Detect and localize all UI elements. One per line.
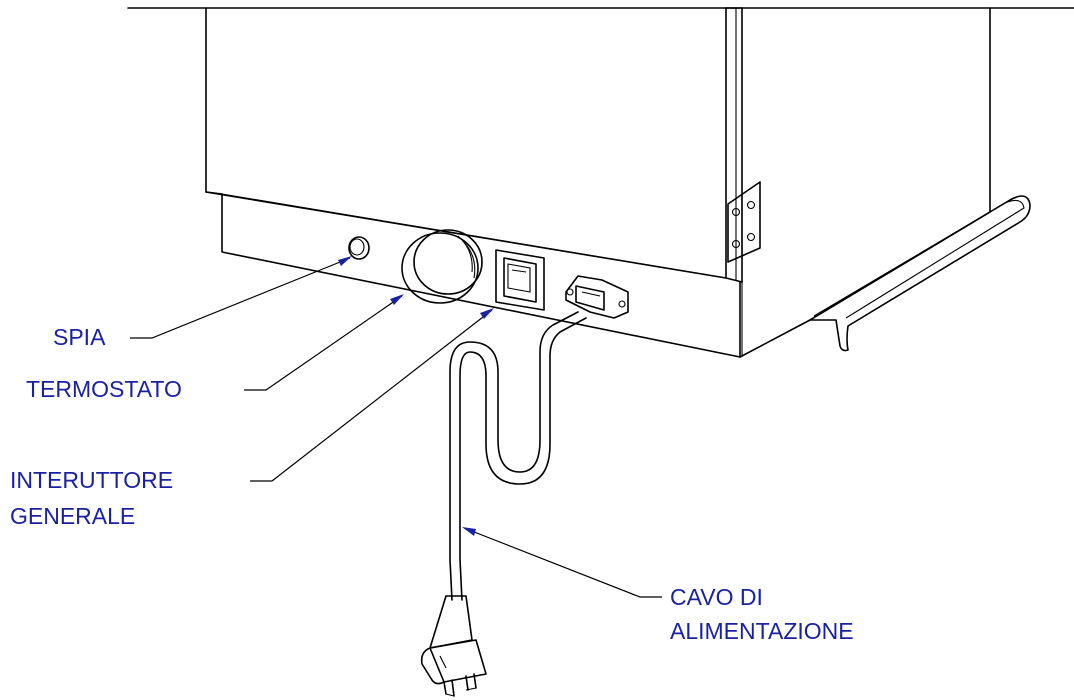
arrow-spia [338, 256, 352, 266]
label-termostato: TERMOSTATO [26, 376, 182, 402]
label-spia: SPIA [53, 324, 106, 350]
arrow-termostato [390, 294, 404, 305]
label-cavo-line1: CAVO DI [670, 584, 763, 610]
cabinet-front [205, 7, 727, 279]
hinge-icon [727, 181, 761, 263]
cabinet-side [725, 7, 991, 283]
power-connector-icon [565, 275, 629, 319]
indicator-light-icon [348, 236, 370, 260]
thermostat-knob-icon [401, 229, 483, 304]
cabinet-side-edge [725, 277, 743, 283]
leader-cavo [463, 527, 662, 598]
label-interuttore-line2: GENERALE [10, 503, 136, 529]
arrow-interuttore [480, 308, 494, 319]
leader-termostato [244, 295, 403, 391]
label-cavo-line2: ALIMENTAZIONE [670, 618, 854, 644]
leader-interuttore [250, 309, 493, 482]
label-interuttore-line1: INTERUTTORE [10, 467, 174, 493]
tray [809, 195, 1031, 352]
base-band [205, 191, 741, 358]
arrow-cavo [462, 527, 476, 536]
plug-icon [420, 595, 487, 697]
tray-inner [813, 199, 1025, 319]
leader-spia [130, 257, 351, 339]
base-band-top [221, 193, 727, 279]
main-switch-icon [495, 249, 545, 311]
power-cable [449, 311, 587, 601]
